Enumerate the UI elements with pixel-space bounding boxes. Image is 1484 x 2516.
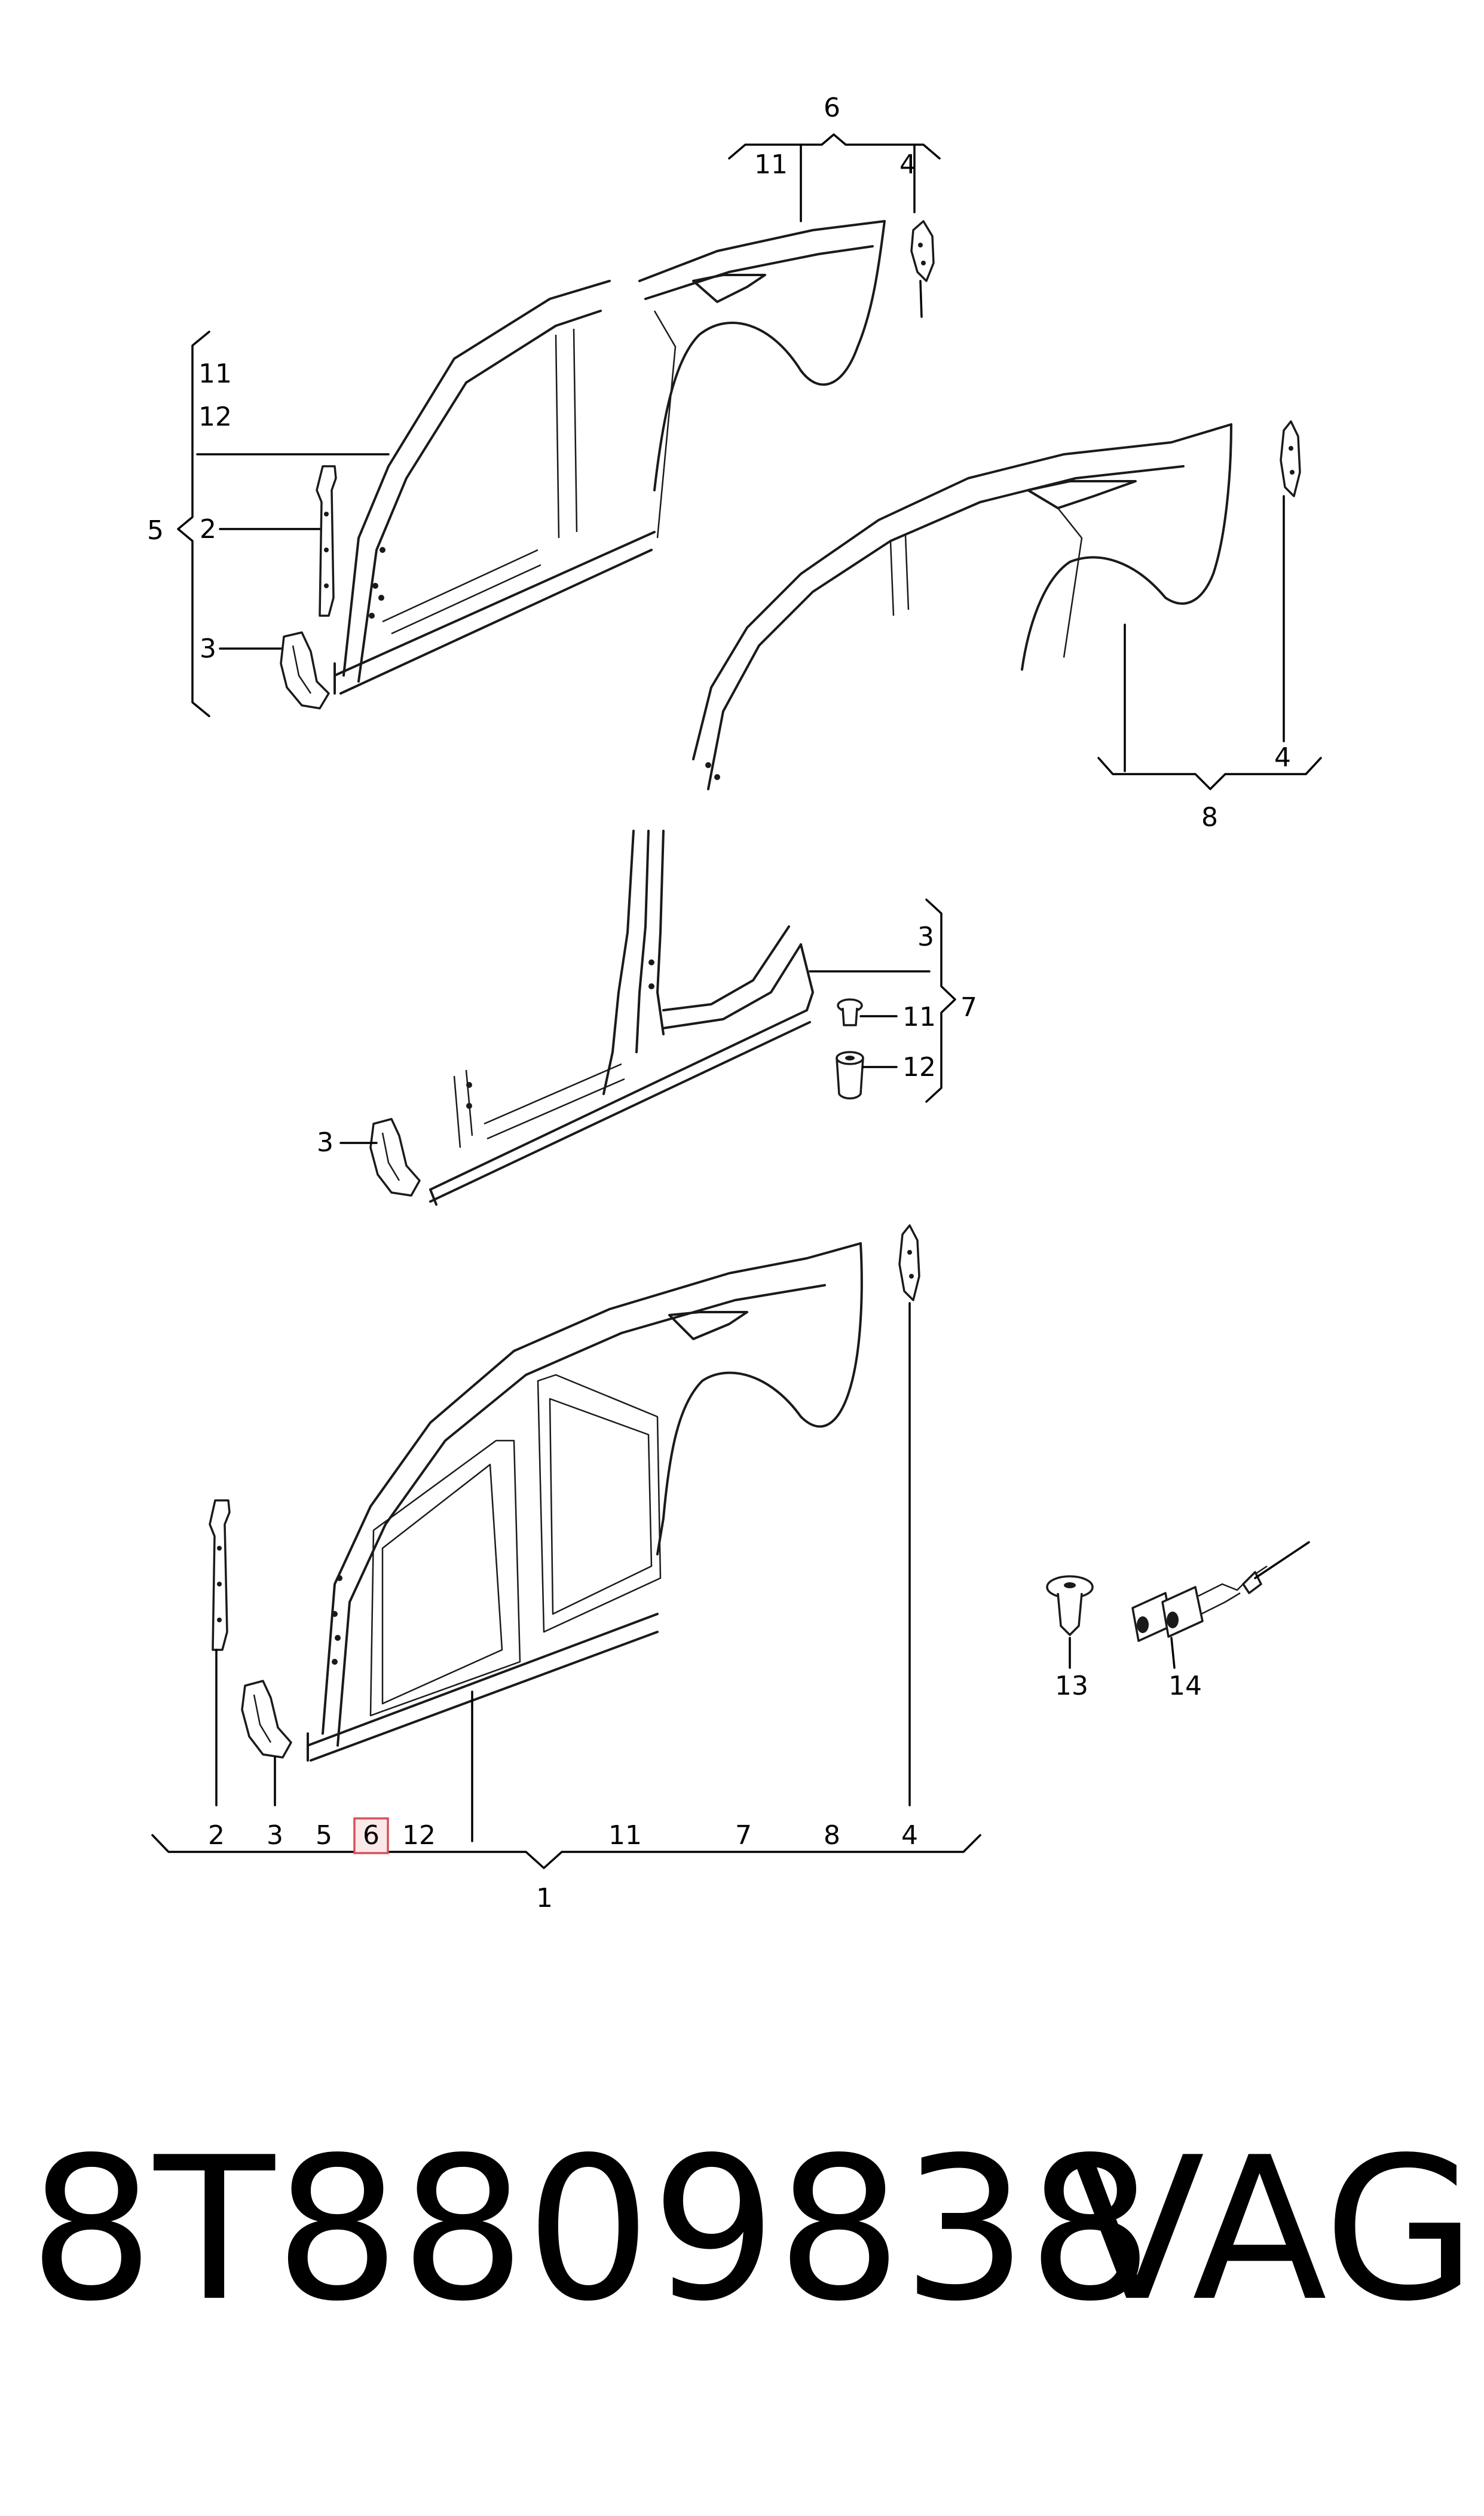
callout-4-label: 4 (899, 149, 916, 180)
rear-quarter-panel-drawing (692, 423, 1232, 790)
full-side-panel-drawing (307, 1242, 863, 1762)
sill-drawing (429, 830, 814, 1206)
rivet-part-11 (837, 998, 863, 1026)
callout-11-label-left: 11 (198, 359, 232, 389)
highlight-box-6 (353, 1817, 389, 1854)
group-6-callout: 6 11 4 (728, 93, 941, 222)
part-number: 8T8809838 (29, 2115, 1153, 2344)
clip-part-13: 13 (1046, 1575, 1094, 1701)
callout-12-label-nut: 12 (902, 1052, 936, 1083)
group-5-callout: 11 12 5 2 3 (147, 331, 390, 717)
callout-5-label-side: 5 (316, 1820, 332, 1851)
group-7-callout: 3 11 12 7 3 (317, 898, 977, 1158)
callout-5-label: 5 (147, 515, 164, 546)
callout-2-label-side: 2 (208, 1820, 225, 1851)
callout-8-label: 8 (1201, 802, 1218, 833)
small-plate-part-4-right (1280, 420, 1301, 497)
foot-bracket-part-3-side (241, 1680, 292, 1759)
callout-4-label-side: 4 (901, 1820, 918, 1851)
sensor-part-14: 14 (1131, 1541, 1310, 1701)
callout-3-label-top: 3 (200, 634, 216, 664)
foot-bracket-part-3-sill (369, 1118, 421, 1197)
callout-11-label-rivet: 11 (902, 1002, 936, 1032)
callout-7-label: 7 (960, 992, 977, 1023)
callout-12-label-side: 12 (402, 1820, 436, 1851)
callout-6-label-side: 6 (363, 1820, 380, 1851)
upper-side-panel-drawing (333, 220, 886, 695)
callout-12-label-left: 12 (198, 402, 232, 432)
callout-8-label-side: 8 (824, 1820, 840, 1851)
callout-14-label: 14 (1168, 1671, 1202, 1701)
brand-name: VAG (1070, 2115, 1477, 2344)
callout-3-label-sill: 3 (317, 1127, 333, 1158)
rivet-nut-part-12 (836, 1051, 864, 1100)
callout-3-label-sill-top: 3 (917, 922, 934, 952)
callout-6-label: 6 (824, 93, 840, 123)
footer: 8T8809838 VAG (0, 2110, 1484, 2361)
group-8-callout: 8 4 (1097, 495, 1322, 833)
vertical-bracket-part-2-side (209, 1499, 231, 1651)
vertical-bracket-part-2-top (316, 465, 337, 617)
callout-1-label: 1 (536, 1883, 553, 1913)
callout-11-label: 11 (754, 149, 788, 180)
callout-2-label-top: 2 (200, 514, 216, 545)
callout-3-label-side: 3 (267, 1820, 283, 1851)
foot-bracket-part-3-top (280, 631, 330, 710)
callout-7-label-side: 7 (735, 1820, 752, 1851)
small-plate-part-4-top (910, 220, 935, 318)
callout-11-label-side: 11 (608, 1820, 642, 1851)
callout-13-label: 13 (1055, 1671, 1088, 1701)
group-1-callout: 2 3 5 6 12 11 7 8 4 1 (151, 1302, 981, 1913)
callout-4-label-rear: 4 (1274, 742, 1291, 773)
small-plate-part-4-side (898, 1224, 920, 1301)
